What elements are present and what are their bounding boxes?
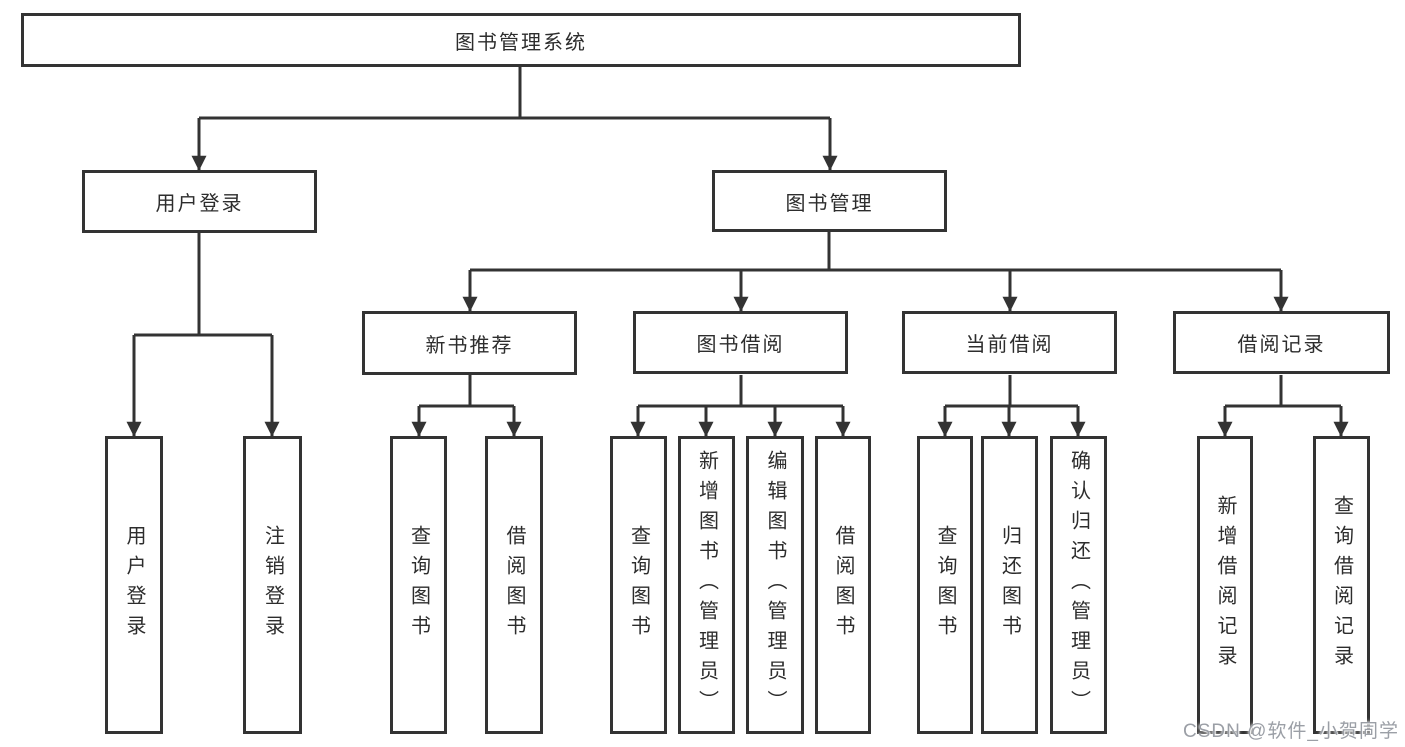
- node-borrowing-records: 借阅记录: [1173, 311, 1390, 374]
- leaf-label: 编辑图书（管理员）: [764, 450, 786, 720]
- csdn-watermark: CSDN @软件_小贺同学: [1183, 721, 1399, 742]
- leaf-edit-book-admin: 编辑图书（管理员）: [746, 436, 804, 734]
- leaf-logout: 注销登录: [243, 436, 302, 734]
- leaf-return-book: 归还图书: [981, 436, 1038, 734]
- leaf-confirm-return-admin: 确认归还（管理员）: [1050, 436, 1107, 734]
- leaf-label: 借阅图书: [503, 525, 525, 645]
- node-book-borrowing: 图书借阅: [633, 311, 848, 374]
- leaf-label: 归还图书: [998, 525, 1021, 645]
- leaf-user-login: 用户登录: [105, 436, 163, 734]
- leaf-add-borrow-record: 新增借阅记录: [1197, 436, 1253, 734]
- node-book-management: 图书管理: [712, 170, 947, 232]
- leaf-query-borrow-record: 查询借阅记录: [1313, 436, 1370, 734]
- leaf-add-book-admin: 新增图书（管理员）: [678, 436, 735, 734]
- leaf-label: 新增借阅记录: [1214, 495, 1236, 675]
- leaf-label: 确认归还（管理员）: [1067, 450, 1090, 720]
- leaf-label: 用户登录: [123, 525, 145, 645]
- leaf-label: 注销登录: [261, 525, 284, 645]
- node-library-management-system: 图书管理系统: [21, 13, 1021, 67]
- leaf-borrow-book: 借阅图书: [815, 436, 871, 734]
- leaf-query-book: 查询图书: [610, 436, 667, 734]
- node-new-book-recommendation: 新书推荐: [362, 311, 577, 375]
- leaf-label: 查询图书: [627, 525, 650, 645]
- leaf-label: 查询借阅记录: [1330, 495, 1353, 675]
- leaf-query-book: 查询图书: [390, 436, 447, 734]
- leaf-label: 查询图书: [934, 525, 956, 645]
- leaf-label: 新增图书（管理员）: [695, 450, 718, 720]
- leaf-label: 查询图书: [407, 525, 430, 645]
- leaf-borrow-book: 借阅图书: [485, 436, 543, 734]
- node-current-borrowing: 当前借阅: [902, 311, 1117, 374]
- leaf-label: 借阅图书: [832, 525, 854, 645]
- leaf-query-book: 查询图书: [917, 436, 973, 734]
- node-user-login: 用户登录: [82, 170, 317, 233]
